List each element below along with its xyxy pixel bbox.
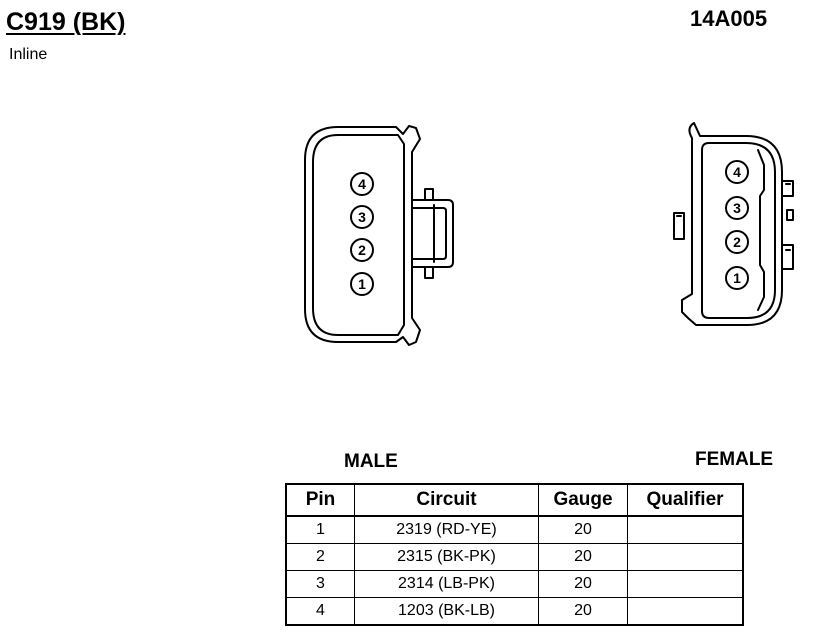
female-pin-3: 3 <box>725 196 749 220</box>
cell-gauge: 20 <box>538 515 628 544</box>
connector-location: Inline <box>9 46 48 63</box>
table-header-row: Pin Circuit Gauge Qualifier <box>285 483 744 517</box>
header-qualifier: Qualifier <box>627 483 744 517</box>
table-row: 4 1203 (BK-LB) 20 <box>285 597 744 626</box>
pinout-table: Pin Circuit Gauge Qualifier 1 2319 (RD-Y… <box>285 483 744 626</box>
cell-circuit: 1203 (BK-LB) <box>354 597 539 626</box>
table-row: 3 2314 (LB-PK) 20 <box>285 570 744 598</box>
female-pin-1: 1 <box>725 266 749 290</box>
female-pin-2-label: 2 <box>733 234 741 250</box>
header-gauge: Gauge <box>538 483 628 517</box>
cell-gauge: 20 <box>538 597 628 626</box>
female-pin-2: 2 <box>725 230 749 254</box>
male-pin-1-label: 1 <box>358 276 366 292</box>
male-pin-1: 1 <box>350 272 374 296</box>
cell-qualifier <box>627 597 744 626</box>
cell-gauge: 20 <box>538 543 628 571</box>
header-pin: Pin <box>285 483 355 517</box>
header-circuit: Circuit <box>354 483 539 517</box>
cell-pin: 1 <box>285 515 355 544</box>
cell-pin: 2 <box>285 543 355 571</box>
male-pin-3: 3 <box>350 205 374 229</box>
male-pin-2-label: 2 <box>358 242 366 258</box>
male-connector-outline <box>304 125 454 346</box>
male-pin-4-label: 4 <box>358 176 366 192</box>
female-pin-4: 4 <box>725 160 749 184</box>
cell-circuit: 2319 (RD-YE) <box>354 515 539 544</box>
cell-qualifier <box>627 515 744 544</box>
connector-title: C919 (BK) <box>6 8 126 36</box>
female-pin-3-label: 3 <box>733 200 741 216</box>
cell-pin: 3 <box>285 570 355 598</box>
male-pin-2: 2 <box>350 238 374 262</box>
female-pin-1-label: 1 <box>733 270 741 286</box>
female-connector-outline <box>673 122 794 326</box>
male-pin-4: 4 <box>350 172 374 196</box>
table-row: 1 2319 (RD-YE) 20 <box>285 515 744 544</box>
male-pin-3-label: 3 <box>358 209 366 225</box>
female-label: FEMALE <box>695 449 774 470</box>
cell-qualifier <box>627 543 744 571</box>
cell-circuit: 2315 (BK-PK) <box>354 543 539 571</box>
cell-gauge: 20 <box>538 570 628 598</box>
male-label: MALE <box>344 451 398 472</box>
cell-pin: 4 <box>285 597 355 626</box>
part-number: 14A005 <box>690 6 768 31</box>
cell-qualifier <box>627 570 744 598</box>
cell-circuit: 2314 (LB-PK) <box>354 570 539 598</box>
table-row: 2 2315 (BK-PK) 20 <box>285 543 744 571</box>
female-pin-4-label: 4 <box>733 164 741 180</box>
